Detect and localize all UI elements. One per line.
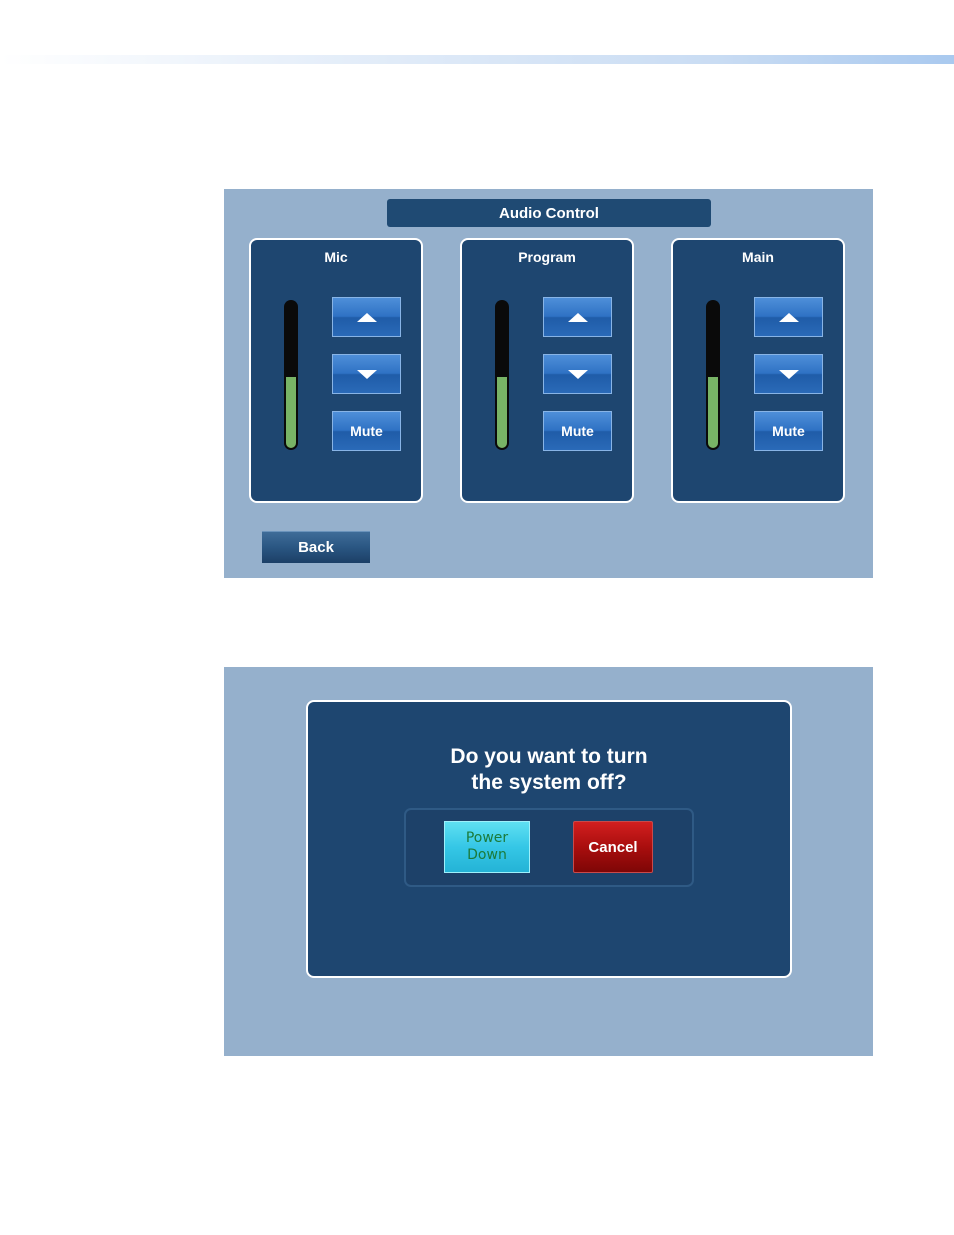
page-title: Audio Control [387,199,711,227]
triangle-up-icon [568,313,588,322]
level-meter [495,300,509,450]
back-button[interactable]: Back [262,531,370,563]
triangle-up-icon [779,313,799,322]
level-meter-fill [286,377,296,448]
triangle-up-icon [357,313,377,322]
question-line-1: Do you want to turn [308,744,790,770]
volume-down-button[interactable] [543,354,612,394]
mute-button[interactable]: Mute [332,411,401,451]
triangle-down-icon [779,370,799,379]
level-meter [284,300,298,450]
level-meter-fill [497,377,507,448]
power-down-button[interactable]: Power Down [444,821,530,873]
level-meter [706,300,720,450]
channel-title: Main [673,249,843,265]
cancel-button[interactable]: Cancel [573,821,653,873]
power-down-label-line-2: Down [467,847,507,864]
dialog-question: Do you want to turn the system off? [308,744,790,796]
volume-down-button[interactable] [332,354,401,394]
volume-up-button[interactable] [332,297,401,337]
level-meter-fill [708,377,718,448]
mute-button[interactable]: Mute [543,411,612,451]
channel-panel-main: Main Mute [671,238,845,503]
volume-up-button[interactable] [754,297,823,337]
power-down-label-line-1: Power [466,830,508,847]
confirm-dialog: Do you want to turn the system off? Powe… [306,700,792,978]
volume-up-button[interactable] [543,297,612,337]
channel-panel-program: Program Mute [460,238,634,503]
triangle-down-icon [568,370,588,379]
mute-button[interactable]: Mute [754,411,823,451]
header-rule [0,55,954,64]
volume-down-button[interactable] [754,354,823,394]
power-confirm-screen: Do you want to turn the system off? Powe… [224,667,873,1056]
audio-control-screen: Audio Control Mic Mute Program Mute Main [224,189,873,578]
triangle-down-icon [357,370,377,379]
channel-title: Program [462,249,632,265]
channel-title: Mic [251,249,421,265]
dialog-button-group: Power Down Cancel [404,808,694,887]
question-line-2: the system off? [308,770,790,796]
channel-panel-mic: Mic Mute [249,238,423,503]
